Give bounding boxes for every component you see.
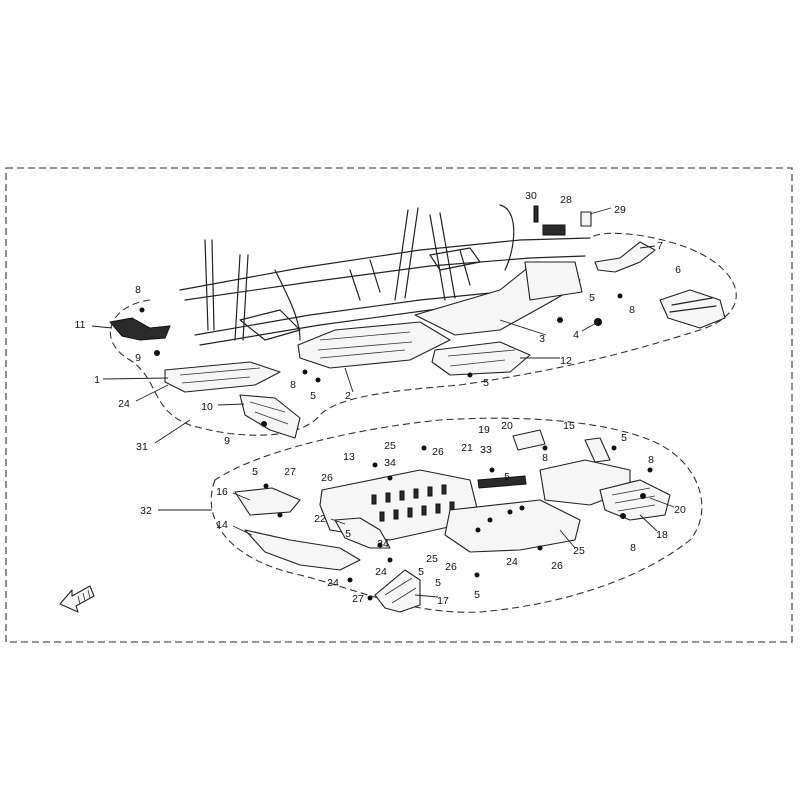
callout-label-c26b: 26 xyxy=(321,472,333,484)
callout-label-c31: 31 xyxy=(136,441,148,453)
callout-label-c8d: 8 xyxy=(542,452,548,464)
callout-label-c5h: 5 xyxy=(418,566,424,578)
callout-label-c5d: 5 xyxy=(621,432,627,444)
callout-label-c4: 4 xyxy=(573,329,579,341)
callout-label-c22: 22 xyxy=(314,513,326,525)
part-14-plate xyxy=(244,529,361,571)
callout-label-c25b: 25 xyxy=(573,545,585,557)
callout-label-c8a: 8 xyxy=(135,284,141,296)
part-10-guard xyxy=(239,394,301,439)
callout-label-c25a: 25 xyxy=(384,440,396,452)
callout-label-c14: 14 xyxy=(216,519,228,531)
callout-label-c24c: 24 xyxy=(506,556,518,568)
callout-label-c6: 6 xyxy=(675,264,681,276)
callout-label-c9b: 9 xyxy=(224,435,230,447)
part-12-right-floor xyxy=(431,341,531,376)
callout-label-c8c: 8 xyxy=(290,379,296,391)
callout-label-c29: 29 xyxy=(614,204,626,216)
part-25-center-skid xyxy=(444,499,581,553)
callout-label-c28: 28 xyxy=(560,194,572,206)
part-3-rear-box xyxy=(524,261,583,301)
part-28-clip xyxy=(542,224,566,236)
callout-label-c5g: 5 xyxy=(345,528,351,540)
callout-label-c12: 12 xyxy=(560,355,572,367)
callout-label-c5j: 5 xyxy=(474,589,480,601)
callout-label-c26a: 26 xyxy=(432,446,444,458)
callout-label-c24a: 24 xyxy=(118,398,130,410)
fasteners xyxy=(139,293,653,601)
callout-label-c17: 17 xyxy=(437,595,449,607)
callout-label-c27a: 27 xyxy=(284,466,296,478)
callout-label-c20b: 20 xyxy=(674,504,686,516)
callout-label-c25c: 25 xyxy=(426,553,438,565)
callout-label-c9a: 9 xyxy=(135,352,141,364)
callout-label-c26c: 26 xyxy=(551,560,563,572)
callout-label-c7: 7 xyxy=(657,240,663,252)
part-7-bracket xyxy=(594,241,656,273)
main-skid-slots xyxy=(371,484,455,522)
callout-label-c2: 2 xyxy=(345,390,351,402)
callout-label-c34: 34 xyxy=(384,457,396,469)
callout-label-c10: 10 xyxy=(201,401,213,413)
part-29-cap xyxy=(580,211,592,227)
part-21-bar xyxy=(477,475,527,489)
callout-label-c15: 15 xyxy=(563,420,575,432)
part-16-plate xyxy=(234,487,301,516)
part-18-rear-plate xyxy=(599,479,671,521)
callout-label-c32: 32 xyxy=(140,505,152,517)
part-20-bracket xyxy=(512,429,546,451)
callout-label-c24b: 24 xyxy=(377,538,389,550)
callout-label-c5i: 5 xyxy=(435,577,441,589)
front-direction-arrow-icon xyxy=(59,585,95,613)
callout-label-c20a: 20 xyxy=(501,420,513,432)
part-1-left-floor xyxy=(164,361,281,393)
leader-lines xyxy=(91,207,675,598)
part-15-rear-tab xyxy=(584,437,611,463)
callout-label-c26d: 26 xyxy=(445,561,457,573)
diagram-border xyxy=(5,167,793,643)
callout-label-c13: 13 xyxy=(343,451,355,463)
callout-label-c24e: 24 xyxy=(327,577,339,589)
callout-label-c8f: 8 xyxy=(630,542,636,554)
callout-label-c21: 21 xyxy=(461,442,473,454)
callout-label-c16: 16 xyxy=(216,486,228,498)
part-22-plate xyxy=(334,517,391,549)
part-11-bracket xyxy=(109,317,171,341)
callout-label-c5e: 5 xyxy=(252,466,258,478)
callout-label-c27b: 27 xyxy=(352,593,364,605)
callout-label-c24d: 24 xyxy=(375,566,387,578)
callout-label-c11: 11 xyxy=(75,319,86,331)
callout-label-c8b: 8 xyxy=(629,304,635,316)
callout-label-c33: 33 xyxy=(480,444,492,456)
lower-group-outline xyxy=(210,417,703,613)
callout-label-c5f: 5 xyxy=(504,471,510,483)
part-30-bolt xyxy=(533,205,539,223)
callout-label-c5a: 5 xyxy=(589,292,595,304)
callout-label-c19: 19 xyxy=(478,424,490,436)
callout-label-c18: 18 xyxy=(656,529,668,541)
callout-label-c5b: 5 xyxy=(483,377,489,389)
callout-label-c1: 1 xyxy=(94,374,100,386)
callout-label-c30a: 30 xyxy=(525,190,537,202)
callout-label-c8e: 8 xyxy=(648,454,654,466)
callout-label-c3: 3 xyxy=(539,333,545,345)
callout-label-c5c: 5 xyxy=(310,390,316,402)
